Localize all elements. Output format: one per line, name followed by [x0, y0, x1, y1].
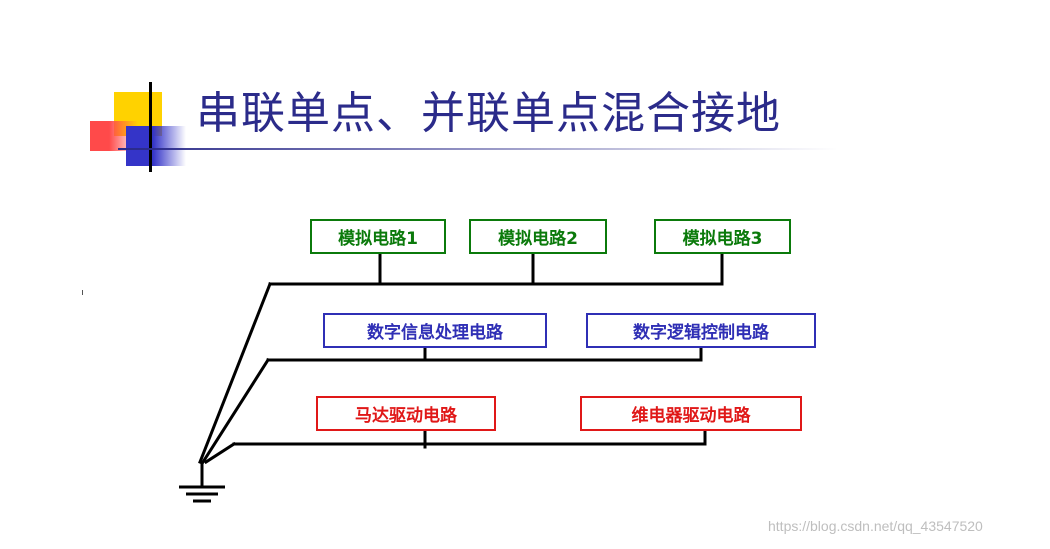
digital-processing-circuit-label: 数字信息处理电路: [367, 323, 503, 343]
analog-circuit-3-box: 模拟电路3: [654, 219, 791, 254]
digital-processing-circuit-box: 数字信息处理电路: [323, 313, 547, 348]
analog-return-line: [198, 282, 272, 464]
decoration-horizontal-line: [118, 148, 838, 150]
motor-driver-circuit-box: 马达驱动电路: [316, 396, 496, 431]
relay-driver-circuit-label: 维电器驱动电路: [631, 406, 751, 426]
ground-symbol-icon: [179, 485, 225, 503]
decoration-blue-square: [126, 126, 186, 166]
relay-driver-circuit-box: 维电器驱动电路: [580, 396, 802, 431]
digital-logic-circuit-label: 数字逻辑控制电路: [633, 323, 769, 343]
analog-circuit-1-box: 模拟电路1: [310, 219, 446, 254]
stray-mark: [82, 290, 83, 295]
analog-circuit-1-label: 模拟电路1: [338, 229, 418, 249]
digital-logic-circuit-box: 数字逻辑控制电路: [586, 313, 816, 348]
decoration-vertical-line: [149, 82, 152, 172]
analog-circuit-2-box: 模拟电路2: [469, 219, 607, 254]
power-return-line: [203, 441, 237, 465]
analog-circuit-2-label: 模拟电路2: [498, 229, 578, 249]
analog-circuit-3-label: 模拟电路3: [682, 229, 763, 249]
watermark-url: https://blog.csdn.net/qq_43547520: [768, 518, 983, 534]
digital-return-line: [200, 357, 271, 465]
page-title: 串联单点、并联单点混合接地: [196, 88, 781, 139]
motor-driver-circuit-label: 马达驱动电路: [355, 406, 457, 426]
